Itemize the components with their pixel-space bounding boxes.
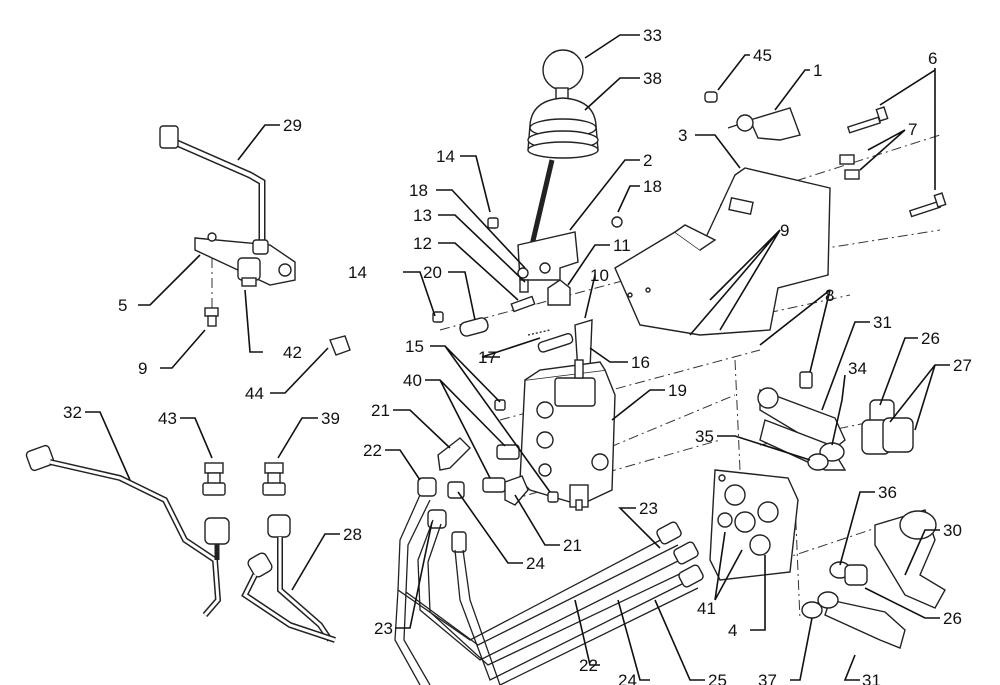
callout-33: 33 [643,26,662,45]
callout-40: 40 [403,371,422,390]
callout-37: 37 [758,671,777,685]
callout-9-left: 9 [138,359,147,378]
nut-14 [487,217,499,229]
callout-45: 45 [753,46,772,65]
callout-25: 25 [708,671,727,685]
pin-16 [537,333,574,353]
callout-26-top: 26 [921,329,940,348]
callout-12: 12 [413,234,432,253]
callout-7: 7 [908,120,917,139]
callout-24-top: 24 [526,554,545,573]
cap-45 [704,91,718,103]
upper-tube-assembly [159,125,296,327]
callout-44: 44 [245,384,264,403]
callout-23-left: 23 [374,619,393,638]
port-plate-4 [709,469,799,581]
callout-43: 43 [158,409,177,428]
ring-35 [807,453,829,471]
control-valve-19 [494,359,616,511]
fitting-22 [417,477,437,497]
tube-32 [25,444,230,617]
callout-32: 32 [63,403,82,422]
callout-17: 17 [478,348,497,367]
callout-42: 42 [283,343,302,362]
callout-15: 15 [405,337,424,356]
block-11 [547,279,571,306]
hose-31-bottom [824,599,906,649]
callout-28: 28 [343,525,362,544]
fitting-24 [447,481,465,499]
callout-19: 19 [668,381,687,400]
hydraulic-tubes [394,494,704,685]
callout-29: 29 [283,116,302,135]
clevis-20 [459,317,489,337]
callout-27: 27 [953,356,972,375]
bolts-6-7 [839,106,947,218]
loose-fittings [202,335,351,496]
callout-21-top: 21 [371,401,390,420]
callout-36: 36 [878,483,897,502]
pin-12 [510,295,536,313]
leader-lines [85,34,950,681]
ring-18 [517,267,529,279]
callout-16: 16 [631,353,650,372]
callout-8: 8 [825,286,834,305]
callout-4: 4 [728,621,737,640]
coupler-27b [882,417,914,453]
callout-35: 35 [695,427,714,446]
callout-21-bottom: 21 [563,536,582,555]
bolt-9 [204,307,219,317]
valve-fittings [417,437,529,553]
callout-26-bottom: 26 [943,609,962,628]
callout-18-right: 18 [643,177,662,196]
callout-9-bracket: 9 [780,221,789,240]
callout-13: 13 [413,206,432,225]
callout-34: 34 [848,359,867,378]
callout-24-bottom: 24 [618,671,637,685]
callout-5: 5 [118,296,127,315]
tube-28 [241,514,336,643]
callout-18-left: 18 [409,181,428,200]
callout-30: 30 [943,521,962,540]
callout-14-top: 14 [436,147,455,166]
callout-2: 2 [643,151,652,170]
cap-44 [329,335,351,356]
callout-39: 39 [321,409,340,428]
nut-15 [494,399,506,411]
callout-22-bottom: 22 [579,656,598,675]
callout-22-top: 22 [363,441,382,460]
callout-10: 10 [590,266,609,285]
callout-3: 3 [678,126,687,145]
fitting-42 [237,257,261,281]
joystick-lever-assembly [517,49,599,281]
callout-labels: 33 38 45 1 6 7 3 29 14 2 18 18 13 11 9 1… [63,26,972,685]
mounting-bracket-3 [614,167,831,336]
callout-31-bottom: 31 [862,671,881,685]
small-bracket-1 [704,91,801,141]
joystick-knob [542,49,584,91]
callout-1: 1 [813,61,822,80]
callout-6: 6 [928,49,937,68]
callout-20: 20 [423,263,442,282]
elbow-21 [437,437,471,471]
callout-23-middle: 23 [639,499,658,518]
callout-31-top: 31 [873,313,892,332]
callout-11: 11 [613,236,631,255]
callout-41: 41 [697,599,716,618]
linkage-parts [432,216,623,373]
coupler-hoses [757,371,946,649]
callout-14-left: 14 [348,263,367,282]
callout-38: 38 [643,69,662,88]
coupler-26b [844,564,868,586]
